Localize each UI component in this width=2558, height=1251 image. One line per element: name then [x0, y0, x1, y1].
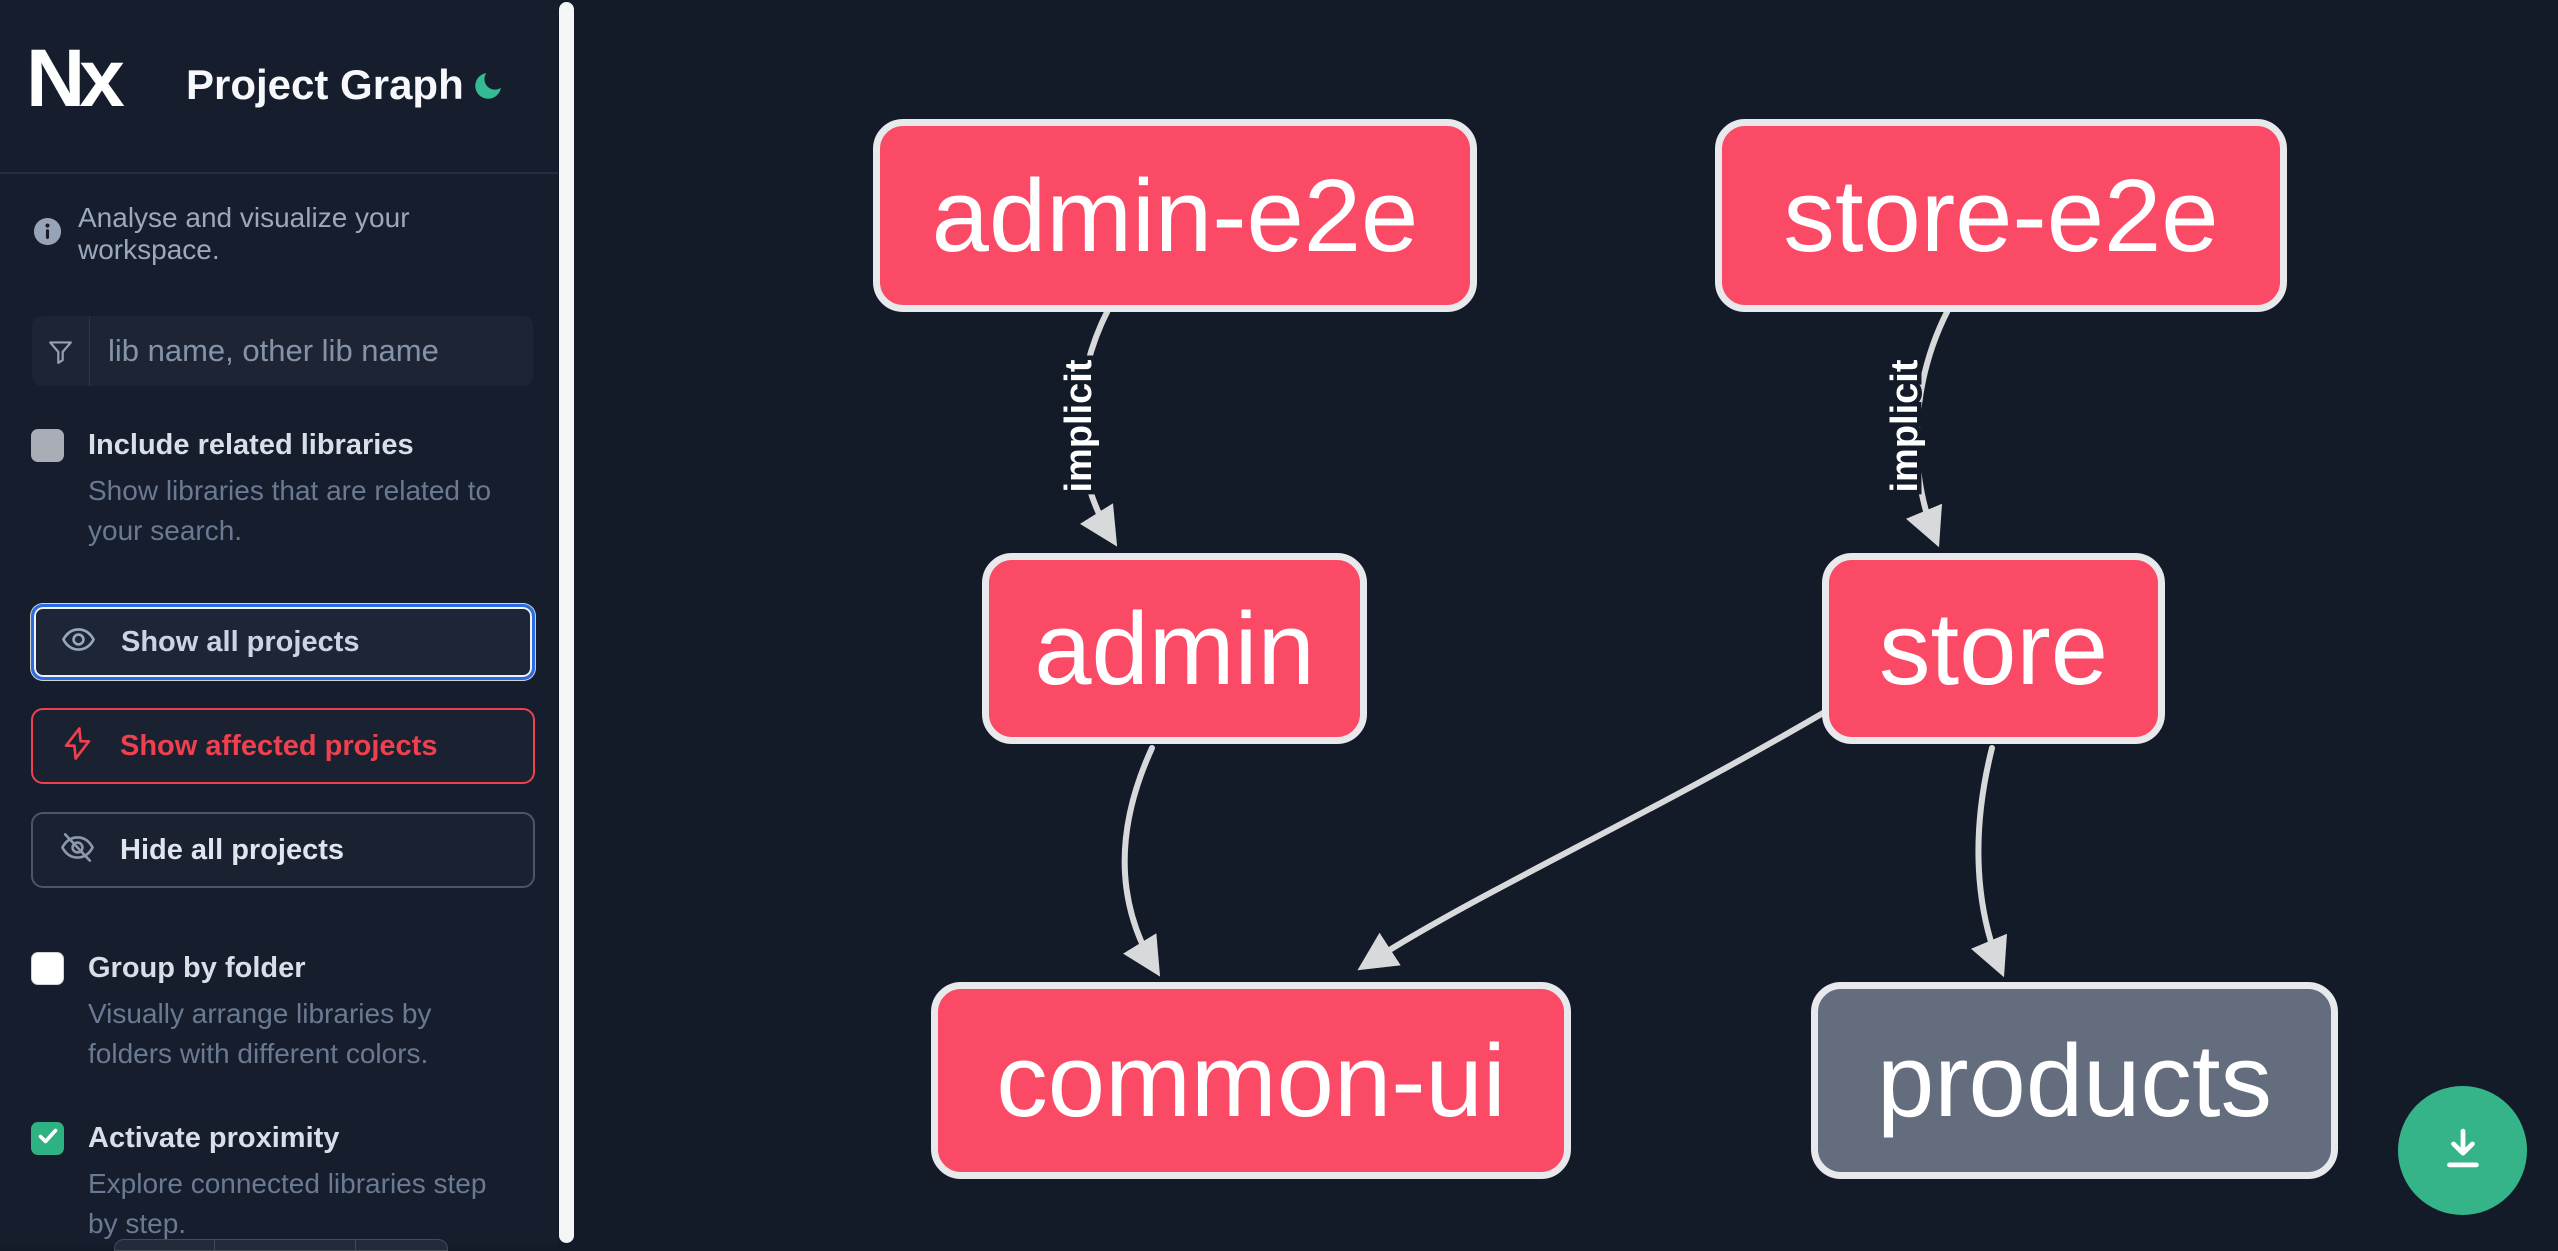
edge-admin-common-ui[interactable] [1121, 745, 1161, 977]
checkmark-icon [36, 1124, 60, 1153]
workspace-tagline: Analyse and visualize your workspace. [78, 202, 410, 265]
edge-store-common-ui[interactable] [1357, 703, 1838, 971]
nx-logo: Nx [26, 33, 125, 124]
option-description: Explore connected libraries step by step… [88, 1168, 487, 1239]
sidebar-scrollbar[interactable] [559, 2, 574, 1243]
button-label: Show all projects [121, 625, 360, 658]
activate-proximity-checkbox[interactable] [31, 1122, 64, 1155]
bolt-icon [59, 725, 96, 767]
theme-toggle-button[interactable] [470, 68, 506, 104]
stepper-divider [355, 1240, 356, 1250]
project-node-common-ui[interactable]: common-ui [931, 982, 1571, 1179]
edge-admin-e2e-admin[interactable] [1077, 307, 1118, 547]
option-label[interactable]: Activate proximity [88, 1122, 340, 1154]
option-label[interactable]: Group by folder [88, 952, 306, 984]
filter-box [32, 316, 533, 386]
option-description: Visually arrange libraries by folders wi… [88, 998, 432, 1069]
proximity-depth-stepper[interactable] [114, 1239, 448, 1251]
edge-store-e2e-store[interactable] [1906, 307, 1951, 548]
filter-input[interactable] [90, 316, 533, 386]
page-title: Project Graph [186, 61, 464, 108]
info-icon [32, 216, 63, 252]
project-node-admin[interactable]: admin [982, 553, 1367, 744]
option-include-related-libraries: Include related libraries Show libraries… [31, 429, 501, 551]
group-by-folder-checkbox[interactable] [31, 952, 64, 985]
project-node-admin-e2e[interactable]: admin-e2e [873, 119, 1477, 312]
edge-store-products[interactable] [1971, 745, 2008, 978]
download-icon [2436, 1121, 2490, 1180]
download-graph-button[interactable] [2398, 1086, 2527, 1215]
show-all-projects-button[interactable]: Show all projects [31, 604, 535, 680]
sidebar: Nx Project Graph Analyse and visualize y… [0, 0, 558, 1251]
sidebar-header: Nx Project Graph [0, 0, 558, 174]
button-label: Hide all projects [120, 833, 345, 866]
option-group-by-folder: Group by folder Visually arrange librari… [31, 952, 501, 1074]
eye-off-icon [59, 829, 96, 871]
hide-all-projects-button[interactable]: Hide all projects [31, 812, 535, 888]
eye-icon [60, 621, 97, 663]
funnel-icon [32, 316, 90, 386]
show-affected-projects-button[interactable]: Show affected projects [31, 708, 535, 784]
include-related-libraries-checkbox[interactable] [31, 429, 64, 462]
project-node-products[interactable]: products [1811, 982, 2338, 1179]
button-label: Show affected projects [120, 729, 438, 762]
moon-icon [470, 73, 506, 108]
project-node-store[interactable]: store [1822, 553, 2165, 744]
option-description: Show libraries that are related to your … [88, 475, 492, 546]
option-label[interactable]: Include related libraries [88, 429, 414, 461]
option-activate-proximity: Activate proximity Explore connected lib… [31, 1122, 501, 1244]
stepper-divider [214, 1240, 215, 1250]
project-node-store-e2e[interactable]: store-e2e [1715, 119, 2287, 312]
workspace-tagline-row: Analyse and visualize your workspace. [32, 202, 558, 266]
